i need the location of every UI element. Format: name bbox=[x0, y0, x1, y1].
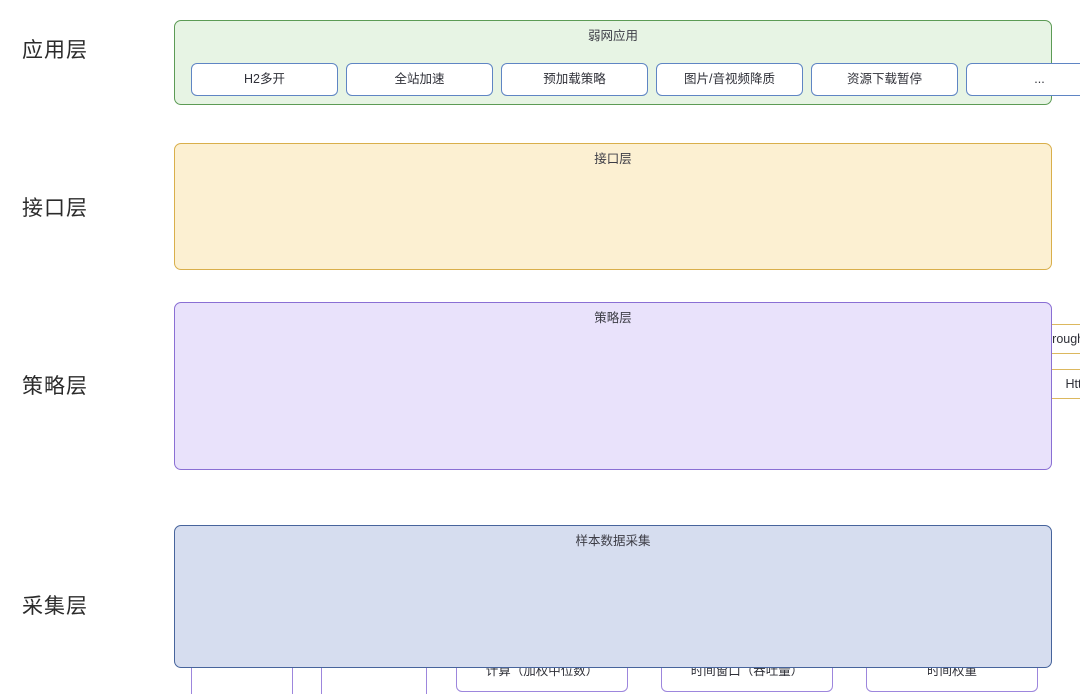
app-node-media-downgrade[interactable]: 图片/音视频降质 bbox=[656, 63, 803, 96]
strategy-layer-title: 策略层 bbox=[594, 311, 632, 325]
application-layer-container: 弱网应用 H2多开 全站加速 预加载策略 图片/音视频降质 资源下载暂停 ... bbox=[174, 20, 1080, 105]
app-node-preload-strategy[interactable]: 预加载策略 bbox=[501, 63, 648, 96]
application-layer-title: 弱网应用 bbox=[587, 29, 638, 43]
interface-layer-container: 接口层 2G 3G 4G OFFLINE UNKNOWN throughput(… bbox=[174, 143, 1080, 399]
layer-label-collection: 采集层 bbox=[22, 595, 88, 618]
collection-layer-container: 样本数据采集 TCP RTT 采集（暂未实现） Http RTT 采集 thro… bbox=[174, 525, 1052, 668]
layer-label-strategy: 策略层 bbox=[22, 375, 88, 398]
layer-label-application: 应用层 bbox=[22, 39, 88, 62]
app-node-h2-multiplex[interactable]: H2多开 bbox=[191, 63, 338, 96]
app-node-more[interactable]: ... bbox=[966, 63, 1080, 96]
app-node-resource-pause[interactable]: 资源下载暂停 bbox=[811, 63, 958, 96]
collection-layer-title: 样本数据采集 bbox=[575, 534, 651, 548]
strategy-layer-container: 策略层 Http时延估算 throughput估算 计算（加权中位数） 时间窗口… bbox=[174, 302, 1052, 694]
app-node-site-acceleration[interactable]: 全站加速 bbox=[346, 63, 493, 96]
interface-layer-title: 接口层 bbox=[594, 152, 632, 166]
layer-label-interface: 接口层 bbox=[22, 197, 88, 220]
